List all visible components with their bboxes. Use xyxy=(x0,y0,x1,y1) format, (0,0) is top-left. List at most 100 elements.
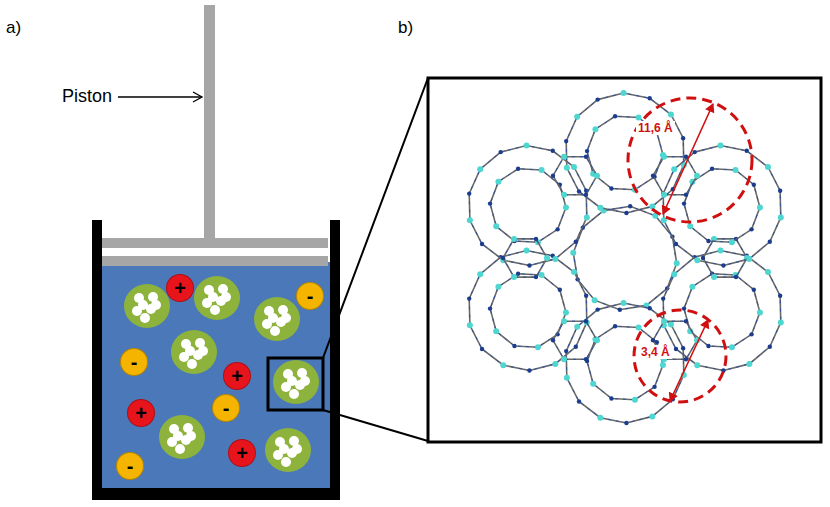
metal-node xyxy=(564,139,568,143)
metal-node xyxy=(674,242,678,246)
metal-node xyxy=(539,167,545,173)
zoom-box xyxy=(268,358,323,410)
metal-node xyxy=(571,269,577,275)
particle xyxy=(194,276,240,320)
metal-node xyxy=(467,322,473,328)
metal-node xyxy=(765,164,771,170)
metal-node xyxy=(651,338,655,342)
pore-dot xyxy=(140,313,150,323)
text-label: 3,4 Å xyxy=(639,345,672,359)
metal-node xyxy=(595,307,599,311)
pore-dot xyxy=(281,457,291,467)
metal-node xyxy=(628,204,632,208)
metal-node xyxy=(561,318,567,324)
metal-node xyxy=(746,256,752,262)
metal-node xyxy=(661,296,665,300)
metal-node xyxy=(609,186,613,190)
metal-node xyxy=(551,338,555,342)
pore-dot xyxy=(173,431,183,441)
metal-node xyxy=(524,248,530,254)
metal-node xyxy=(574,345,578,349)
metal-node xyxy=(671,271,677,277)
particle xyxy=(159,415,205,459)
metal-node xyxy=(511,274,517,280)
metal-node xyxy=(594,337,600,343)
metal-node xyxy=(729,344,735,350)
metal-node xyxy=(480,242,484,246)
ion-circle: - xyxy=(120,348,148,376)
metal-node xyxy=(488,306,492,310)
metal-node xyxy=(467,191,471,195)
beaker-wall xyxy=(92,220,102,500)
metal-node xyxy=(539,272,545,278)
zoom-line xyxy=(323,410,428,441)
linker-bond xyxy=(553,157,597,195)
metal-node xyxy=(493,328,499,334)
metal-node xyxy=(597,415,603,421)
ion-circle: - xyxy=(296,282,324,310)
metal-node xyxy=(668,111,674,117)
linker-bond xyxy=(587,326,663,399)
metal-node xyxy=(527,368,531,372)
particle xyxy=(171,330,217,374)
linker-bond xyxy=(553,321,597,359)
ion-sign: + xyxy=(231,366,243,386)
metal-node xyxy=(516,272,520,276)
metal-node xyxy=(649,413,655,419)
metal-node xyxy=(682,201,686,205)
particle xyxy=(273,360,319,404)
linker-bond xyxy=(663,146,781,266)
metal-node xyxy=(584,154,588,158)
metal-node xyxy=(558,288,562,292)
metal-node xyxy=(681,136,685,140)
pore-dot xyxy=(289,389,299,399)
text-label: Piston xyxy=(62,86,112,107)
linker-bond xyxy=(703,239,747,277)
pore-dot xyxy=(198,346,208,356)
piston-rod xyxy=(204,5,215,241)
linker-bond xyxy=(703,239,747,277)
metal-node xyxy=(584,294,588,298)
ion-sign: - xyxy=(307,286,314,306)
leader-line xyxy=(118,96,202,97)
metal-node xyxy=(564,165,570,171)
metal-node xyxy=(752,183,756,187)
metal-node xyxy=(757,204,763,210)
metal-node xyxy=(752,288,756,292)
linker-bond xyxy=(566,93,684,213)
metal-node xyxy=(584,214,590,220)
metal-node xyxy=(745,149,749,153)
metal-node xyxy=(632,397,638,403)
metal-node xyxy=(661,192,667,198)
metal-node xyxy=(778,294,782,298)
metal-node xyxy=(694,173,700,179)
metal-node xyxy=(687,223,693,229)
pore-dot xyxy=(210,305,220,315)
ion-sign: + xyxy=(135,403,147,423)
metal-node xyxy=(584,193,588,197)
metal-node xyxy=(571,164,577,170)
metal-node xyxy=(733,167,739,173)
metal-node xyxy=(674,260,680,266)
metal-node xyxy=(757,309,763,315)
metal-node xyxy=(527,263,531,267)
metal-node xyxy=(512,344,516,348)
metal-node xyxy=(621,90,627,96)
metal-node xyxy=(534,275,538,279)
ion-sign: - xyxy=(131,352,138,372)
ion-circle: + xyxy=(127,399,155,427)
metal-node xyxy=(564,375,570,381)
metal-node xyxy=(544,255,550,261)
metal-node xyxy=(488,201,492,205)
metal-node xyxy=(592,297,598,303)
pore-dot xyxy=(292,444,302,454)
metal-node xyxy=(689,284,695,290)
metal-node xyxy=(729,239,735,245)
linker-bond xyxy=(663,146,781,266)
metal-node xyxy=(684,357,688,361)
metal-node xyxy=(552,256,558,262)
metal-node xyxy=(551,149,555,153)
metal-node xyxy=(681,346,685,350)
dimension-arrow xyxy=(670,320,708,401)
metal-node xyxy=(574,324,580,330)
